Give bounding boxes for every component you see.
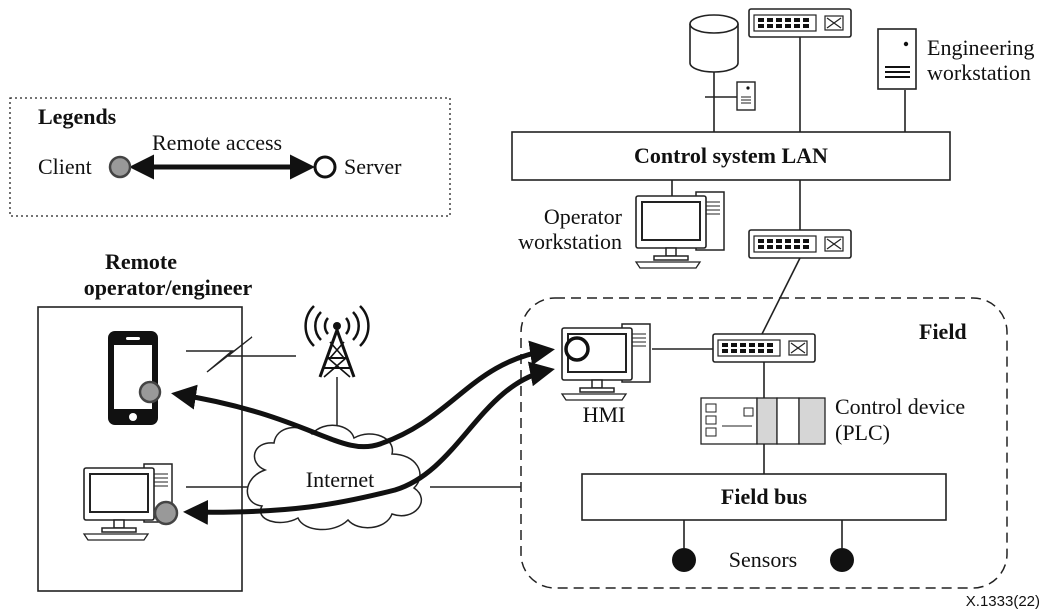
hmi-icon — [561, 323, 651, 401]
control-device-label-1: Control device — [835, 394, 965, 419]
network-switch-icon-top — [748, 8, 852, 38]
hmi-label: HMI — [583, 402, 626, 427]
hmi-server-node — [564, 336, 590, 362]
legend-remote-access-label: Remote access — [152, 130, 282, 155]
network-switch-icon-field — [712, 333, 816, 363]
legend-client-label: Client — [38, 154, 92, 179]
database-icon — [689, 14, 739, 73]
remote-access-arrow-pc — [183, 361, 555, 525]
control-device-label-2: (PLC) — [835, 420, 890, 445]
server-icon — [736, 81, 756, 111]
remote-operator-title-1: Remote — [105, 249, 177, 274]
internet-label: Internet — [306, 467, 374, 492]
operator-workstation-label-2: workstation — [518, 229, 622, 254]
legend-server-node — [313, 155, 337, 179]
antenna-tower-icon — [304, 305, 370, 432]
remote-operator-title-2: operator/engineer — [84, 275, 253, 300]
sensors-label: Sensors — [729, 547, 797, 572]
smartphone-icon — [108, 331, 158, 425]
engineering-workstation-icon — [877, 28, 917, 90]
legend-server-label: Server — [344, 154, 402, 179]
legend-title: Legends — [38, 104, 117, 129]
remote-pc-client-node — [153, 500, 179, 526]
field-bus-box — [581, 473, 947, 521]
control-system-lan-label: Control system LAN — [634, 143, 828, 168]
field-bus-label: Field bus — [721, 484, 808, 509]
legend-client-node — [108, 155, 132, 179]
figure-id: X.1333(22) — [966, 593, 1040, 610]
engineering-workstation-label-2: workstation — [927, 60, 1031, 85]
operator-workstation-icon — [635, 191, 725, 269]
network-switch-icon-middle — [748, 229, 852, 259]
field-label: Field — [919, 319, 967, 344]
sensor-icon-right — [830, 548, 854, 572]
operator-workstation-label-1: Operator — [544, 204, 623, 229]
engineering-workstation-label-1: Engineering — [927, 35, 1035, 60]
control-system-lan-box — [511, 131, 951, 181]
legend-box: Legends Remote access Client Server — [9, 97, 451, 217]
smartphone-client-node — [138, 380, 162, 404]
plc-icon — [700, 397, 826, 445]
sensor-icon-left — [672, 548, 696, 572]
